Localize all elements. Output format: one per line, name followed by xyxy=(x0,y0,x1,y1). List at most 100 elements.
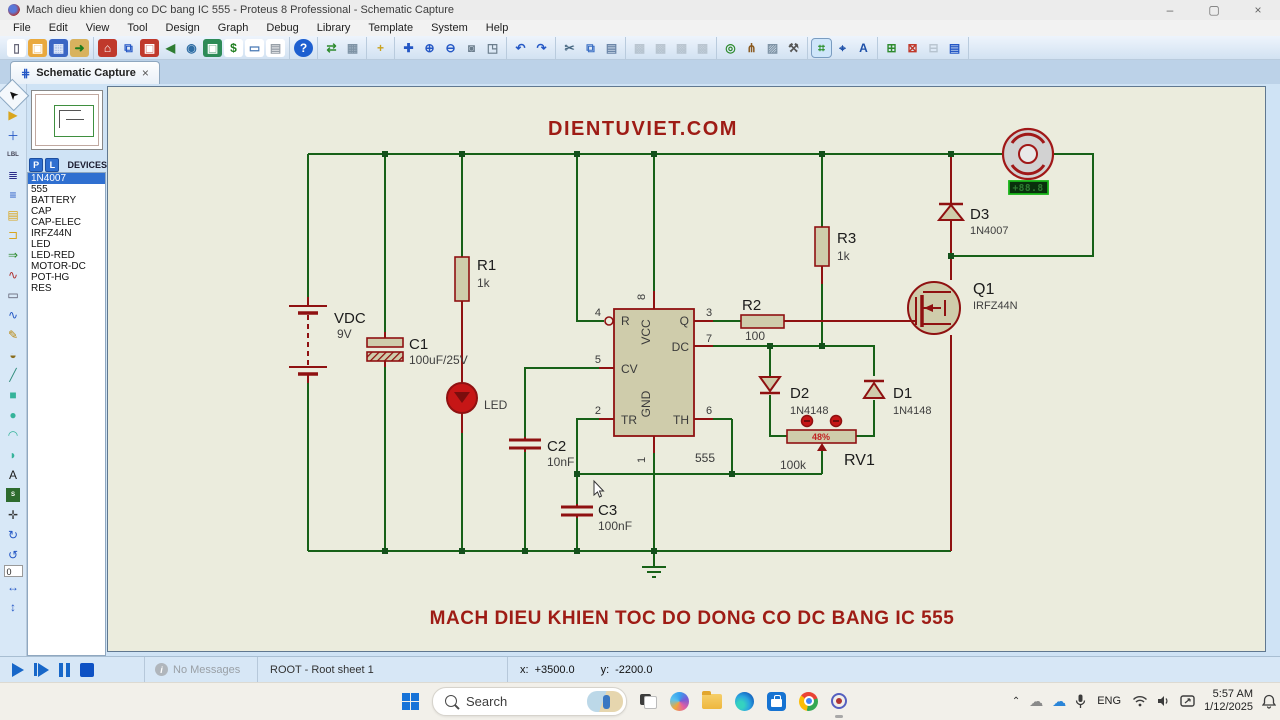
potentiometer-rv1[interactable]: 48% 100k RV1 xyxy=(780,414,875,473)
speaker-icon[interactable] xyxy=(1157,695,1171,707)
resistor-r3[interactable]: R3 1k xyxy=(814,226,856,267)
schematic-svg[interactable]: VDC 9V C1 100uF/25V R1 1k LED R CV TR Q … xyxy=(108,87,1265,651)
component-mode-icon[interactable]: ▶ xyxy=(8,108,18,122)
store-button[interactable] xyxy=(767,682,786,720)
close-button[interactable]: × xyxy=(1254,3,1262,17)
device-item-555[interactable]: 555 xyxy=(31,184,48,195)
capacitor-c1[interactable]: C1 100uF/25V xyxy=(366,336,468,367)
text-script-mode-icon[interactable]: ≣ xyxy=(7,168,19,182)
angle-field[interactable]: 0 xyxy=(3,565,23,577)
rotate-ccw-icon[interactable]: ↺ xyxy=(7,548,19,562)
menu-design[interactable]: Design xyxy=(165,22,200,34)
2d-arc-icon[interactable]: ◠ xyxy=(7,428,19,442)
onedrive-icon[interactable]: ☁ xyxy=(1029,693,1044,709)
ic-red-icon[interactable]: ▣ xyxy=(140,38,159,57)
capacitor-c3[interactable]: C3 100nF xyxy=(561,502,632,533)
menu-debug[interactable]: Debug xyxy=(266,22,299,34)
net-connector-icon[interactable]: ⋔ xyxy=(746,40,757,55)
cut-icon[interactable]: ✂ xyxy=(564,40,575,55)
home-icon[interactable]: ⌂ xyxy=(98,38,117,57)
chrome-button[interactable] xyxy=(799,682,818,720)
pan-icon[interactable]: ✚ xyxy=(403,40,414,55)
clock[interactable]: 5:57 AM 1/12/2025 xyxy=(1204,688,1253,714)
block-rotate-icon[interactable]: ▩ xyxy=(675,40,688,55)
device-item-res[interactable]: RES xyxy=(31,283,52,294)
2d-path-icon[interactable]: ◗ xyxy=(9,448,17,462)
menu-help[interactable]: Help xyxy=(485,22,509,34)
block-delete-icon[interactable]: ▩ xyxy=(696,40,709,55)
wifi-icon[interactable] xyxy=(1132,695,1148,707)
tape-recorder-mode-icon[interactable]: ▭ xyxy=(7,288,19,302)
terminals-mode-icon[interactable]: ⊐ xyxy=(7,228,19,242)
2d-symbol-icon[interactable]: S xyxy=(6,488,20,502)
wire-autorouter-icon[interactable]: ⌗ xyxy=(811,37,832,58)
led-d4[interactable]: LED xyxy=(446,382,508,414)
generator-mode-icon[interactable]: ∿ xyxy=(7,308,19,322)
mirror-vertical-icon[interactable]: ↕ xyxy=(10,600,16,614)
file-explorer-button[interactable] xyxy=(702,682,722,720)
wire-label-mode-icon[interactable]: LBL xyxy=(7,152,19,158)
mirror-horizontal-icon[interactable]: ↔ xyxy=(7,580,19,594)
task-view-button[interactable] xyxy=(640,682,657,720)
zoom-area-icon[interactable]: ◳ xyxy=(486,40,499,55)
library-manager-button[interactable]: L xyxy=(45,157,60,172)
resistor-r2[interactable]: R2 100 xyxy=(740,297,785,343)
dc-motor[interactable]: +88.8 xyxy=(1001,127,1055,195)
maximize-button[interactable]: ▢ xyxy=(1208,3,1220,17)
stop-button[interactable] xyxy=(80,662,94,677)
menu-graph[interactable]: Graph xyxy=(217,22,249,34)
new-file-icon[interactable]: ▯ xyxy=(7,38,26,57)
schematic-canvas[interactable]: VDC 9V C1 100uF/25V R1 1k LED R CV TR Q … xyxy=(107,86,1266,652)
edge-button[interactable] xyxy=(735,682,754,720)
graph-mode-icon[interactable]: ∿ xyxy=(7,268,19,282)
microphone-icon[interactable] xyxy=(1075,694,1086,709)
voltage-probe-mode-icon[interactable]: ✎ xyxy=(7,328,19,342)
zoom-selection-icon[interactable]: ◎ xyxy=(725,40,736,55)
resistor-r1[interactable]: R1 1k xyxy=(454,256,496,302)
2d-circle-icon[interactable]: ● xyxy=(9,408,17,422)
menu-edit[interactable]: Edit xyxy=(48,22,68,34)
menu-view[interactable]: View xyxy=(85,22,110,34)
current-probe-mode-icon[interactable]: ◒ xyxy=(9,348,17,362)
undo-icon[interactable]: ↶ xyxy=(515,40,526,55)
tab-schematic-capture[interactable]: ⋕ Schematic Capture × xyxy=(10,61,160,84)
copilot-button[interactable] xyxy=(670,682,689,720)
device-item-battery[interactable]: BATTERY xyxy=(31,195,77,206)
device-item-led-red[interactable]: LED-RED xyxy=(31,250,75,261)
redraw-icon[interactable]: ⇄ xyxy=(326,40,337,55)
2d-line-icon[interactable]: ╱ xyxy=(9,368,17,382)
device-item-irfz44n[interactable]: IRFZ44N xyxy=(31,228,72,239)
overview-thumbnail[interactable] xyxy=(31,90,103,150)
zoom-in-icon[interactable]: ⊕ xyxy=(424,40,435,55)
bill-of-materials-icon[interactable]: $ xyxy=(224,38,243,57)
rotate-cw-icon[interactable]: ↻ xyxy=(7,528,19,542)
start-button[interactable] xyxy=(402,682,419,720)
cloud-sync-icon[interactable]: ☁ xyxy=(1052,693,1067,709)
find-component-icon[interactable]: ◉ xyxy=(186,40,197,55)
tray-chevron-icon[interactable]: ⌃ xyxy=(1011,695,1021,707)
open-folder-icon[interactable]: ▣ xyxy=(28,38,47,57)
device-item-motor-dc[interactable]: MOTOR-DC xyxy=(31,261,86,272)
import-project-icon[interactable]: ➜ xyxy=(70,38,89,57)
junction-dot-mode-icon[interactable]: ＋ xyxy=(6,128,19,143)
play-button[interactable] xyxy=(12,662,24,677)
diode-d1[interactable]: D1 1N4148 xyxy=(862,379,932,417)
back-annotate-icon[interactable]: ◀ xyxy=(165,40,176,55)
menu-template[interactable]: Template xyxy=(368,22,414,34)
multi-window-icon[interactable]: ⧉ xyxy=(124,40,133,55)
remove-sheet-icon[interactable]: ⊠ xyxy=(907,40,918,55)
step-button[interactable] xyxy=(34,662,49,677)
block-copy-icon[interactable]: ▩ xyxy=(633,40,646,55)
device-item-cap-elec[interactable]: CAP-ELEC xyxy=(31,217,82,228)
cast-icon[interactable] xyxy=(1180,695,1195,707)
pick-devices-button[interactable]: P xyxy=(29,157,44,172)
minimize-button[interactable]: – xyxy=(1166,3,1174,17)
device-item-pot-hg[interactable]: POT-HG xyxy=(31,272,70,283)
diode-d2[interactable]: D2 1N4148 xyxy=(758,376,829,417)
save-file-icon[interactable]: ▦ xyxy=(49,38,68,57)
device-item-led[interactable]: LED xyxy=(31,239,51,250)
block-move-icon[interactable]: ▩ xyxy=(654,40,667,55)
ic-green-icon[interactable]: ▣ xyxy=(203,38,222,57)
device-item-cap[interactable]: CAP xyxy=(31,206,52,217)
taskbar-search[interactable]: Search xyxy=(432,686,627,716)
